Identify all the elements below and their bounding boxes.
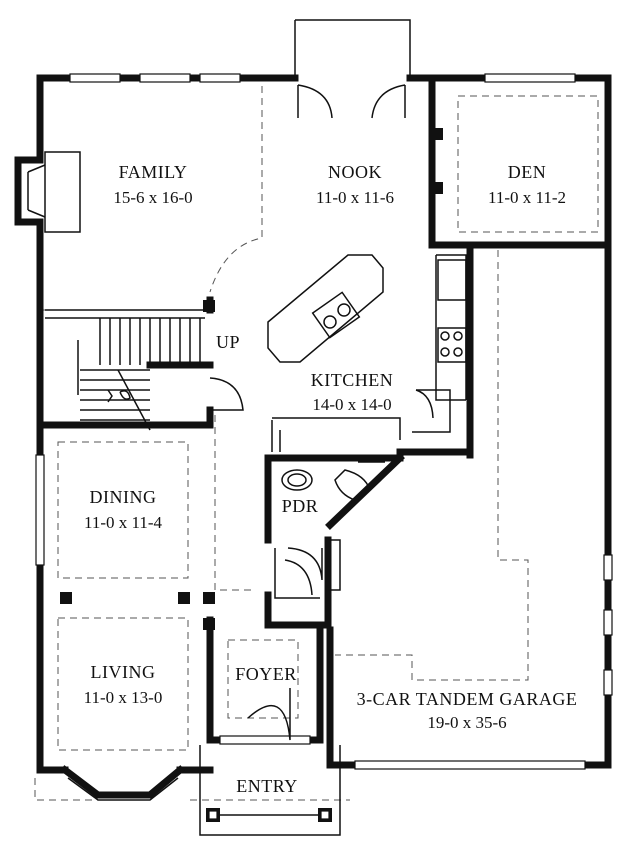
living-bay-window <box>60 765 185 801</box>
family-room-name: FAMILY <box>119 162 188 182</box>
den-room-dims: 11-0 x 11-2 <box>488 188 566 207</box>
living-room-name: LIVING <box>91 662 156 682</box>
nook-room-name: NOOK <box>328 162 382 182</box>
fireplace <box>27 151 81 233</box>
garage-room-name: 3-CAR TANDEM GARAGE <box>357 689 578 709</box>
dining-room-dims: 11-0 x 11-4 <box>84 513 163 532</box>
den-room-name: DEN <box>508 162 547 182</box>
windows <box>35 73 613 770</box>
nook-doors <box>297 84 406 119</box>
kitchen-room-name: KITCHEN <box>311 370 394 390</box>
dashed-outlines <box>34 86 599 801</box>
posts <box>60 128 443 630</box>
nook-room-dims: 11-0 x 11-6 <box>316 188 394 207</box>
doors <box>209 377 341 741</box>
entry-porch <box>199 745 341 836</box>
garage-room-dims: 19-0 x 35-6 <box>427 713 506 732</box>
stairs <box>45 309 205 431</box>
family-room-dims: 15-6 x 16-0 <box>113 188 192 207</box>
pdr-fixtures <box>281 461 385 501</box>
entry-room-name: ENTRY <box>236 776 298 796</box>
kitchen-counters <box>271 254 467 452</box>
foyer-room-name: FOYER <box>235 664 297 684</box>
kitchen-island <box>267 254 384 363</box>
living-room-dims: 11-0 x 13-0 <box>84 688 163 707</box>
stairs-up-label: UP <box>216 332 240 352</box>
dining-room-name: DINING <box>90 487 157 507</box>
kitchen-room-dims: 14-0 x 14-0 <box>312 395 391 414</box>
room-labels: FAMILY 15-6 x 16-0 NOOK 11-0 x 11-6 DEN … <box>84 162 578 796</box>
pdr-room-name: PDR <box>282 496 319 516</box>
